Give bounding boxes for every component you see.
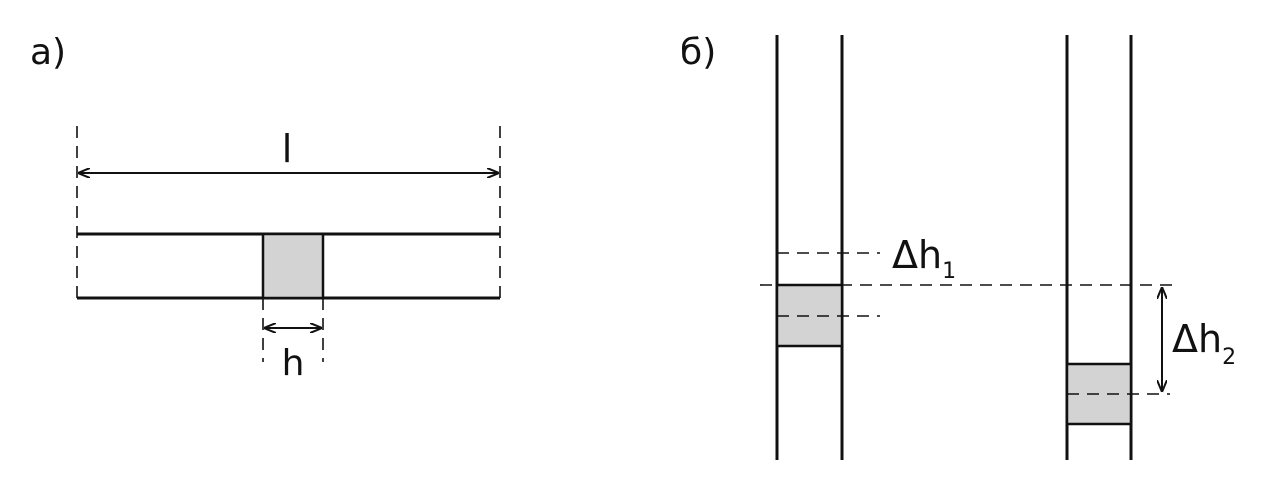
delta2-label: Δh2 (1172, 317, 1236, 370)
panel-b: б) Δh1 Δh2 (680, 32, 1236, 460)
panel-b-label: б) (680, 32, 716, 73)
delta1-label: Δh1 (892, 233, 956, 284)
panel-a-label: а) (30, 32, 66, 73)
panel-a: а) l h (30, 32, 501, 384)
length-label: l (282, 127, 293, 171)
plug-width-label: h (282, 343, 305, 384)
mercury-plug-a (261, 232, 325, 300)
